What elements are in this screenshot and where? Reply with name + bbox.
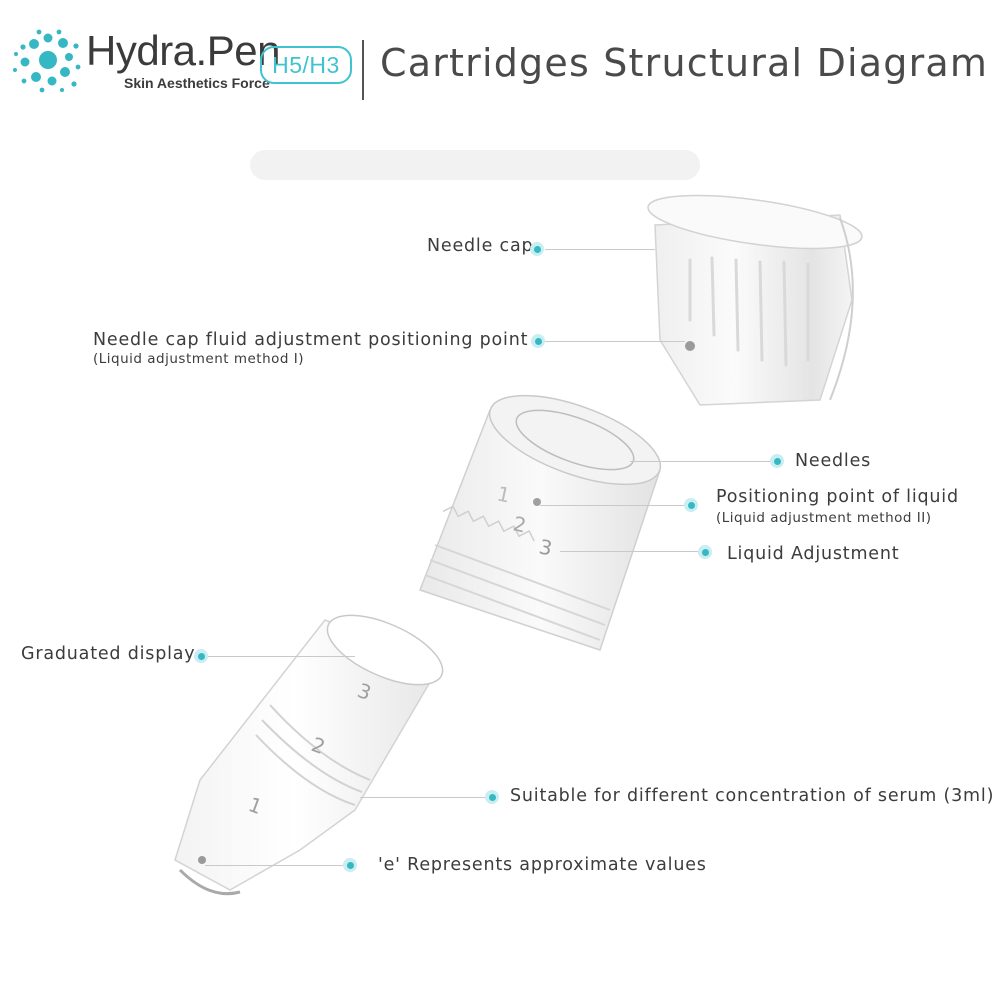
label-approx: 'e' Represents approximate values bbox=[378, 855, 707, 875]
marker-liquid-adjustment bbox=[698, 545, 712, 559]
label-needle-cap-point: Needle cap fluid adjustment positioning … bbox=[93, 330, 529, 350]
needle-body-mark-1: 1 bbox=[495, 481, 512, 507]
needle-body-mark-3: 3 bbox=[537, 534, 554, 560]
leader-serum bbox=[360, 797, 486, 798]
brand-name: Hydra.Pen bbox=[86, 27, 280, 74]
leader-needle-cap-point bbox=[545, 341, 685, 342]
marker-approx bbox=[343, 858, 357, 872]
model-badge: H5/H3 bbox=[260, 46, 352, 84]
label-graduated-display: Graduated display bbox=[21, 644, 196, 664]
brand-logo-icon bbox=[13, 29, 81, 93]
leader-needles bbox=[630, 461, 772, 462]
marker-positioning-point bbox=[684, 498, 698, 512]
label-serum: Suitable for different concentration of … bbox=[510, 786, 995, 806]
label-needles: Needles bbox=[795, 451, 872, 471]
leader-approx bbox=[205, 865, 343, 866]
label-liquid-adjustment: Liquid Adjustment bbox=[727, 544, 900, 564]
marker-needle-cap bbox=[530, 242, 544, 256]
needle-cap-shape bbox=[647, 194, 863, 406]
reflection-shadow bbox=[250, 150, 700, 180]
leader-graduated-display bbox=[207, 656, 355, 657]
marker-graduated-display bbox=[194, 649, 208, 663]
reservoir-shape: 3 2 1 bbox=[174, 614, 444, 896]
label-positioning-point-sub: (Liquid adjustment method II) bbox=[716, 510, 932, 526]
page-title: Cartridges Structural Diagram bbox=[380, 41, 989, 85]
brand-tagline: Skin Aesthetics Force bbox=[124, 75, 270, 91]
marker-serum bbox=[485, 790, 499, 804]
label-needle-cap-point-sub: (Liquid adjustment method I) bbox=[93, 351, 305, 367]
leader-positioning-point bbox=[540, 505, 686, 506]
label-positioning-point: Positioning point of liquid bbox=[716, 487, 959, 507]
needle-body-shape: 1 2 3 bbox=[419, 394, 662, 651]
label-needle-cap: Needle cap bbox=[427, 236, 534, 256]
header-divider bbox=[362, 40, 364, 100]
leader-needle-cap bbox=[545, 249, 655, 250]
marker-needles bbox=[770, 454, 784, 468]
leader-liquid-adjustment bbox=[560, 551, 700, 552]
needle-body-mark-2: 2 bbox=[511, 511, 528, 537]
marker-needle-cap-point bbox=[531, 334, 545, 348]
